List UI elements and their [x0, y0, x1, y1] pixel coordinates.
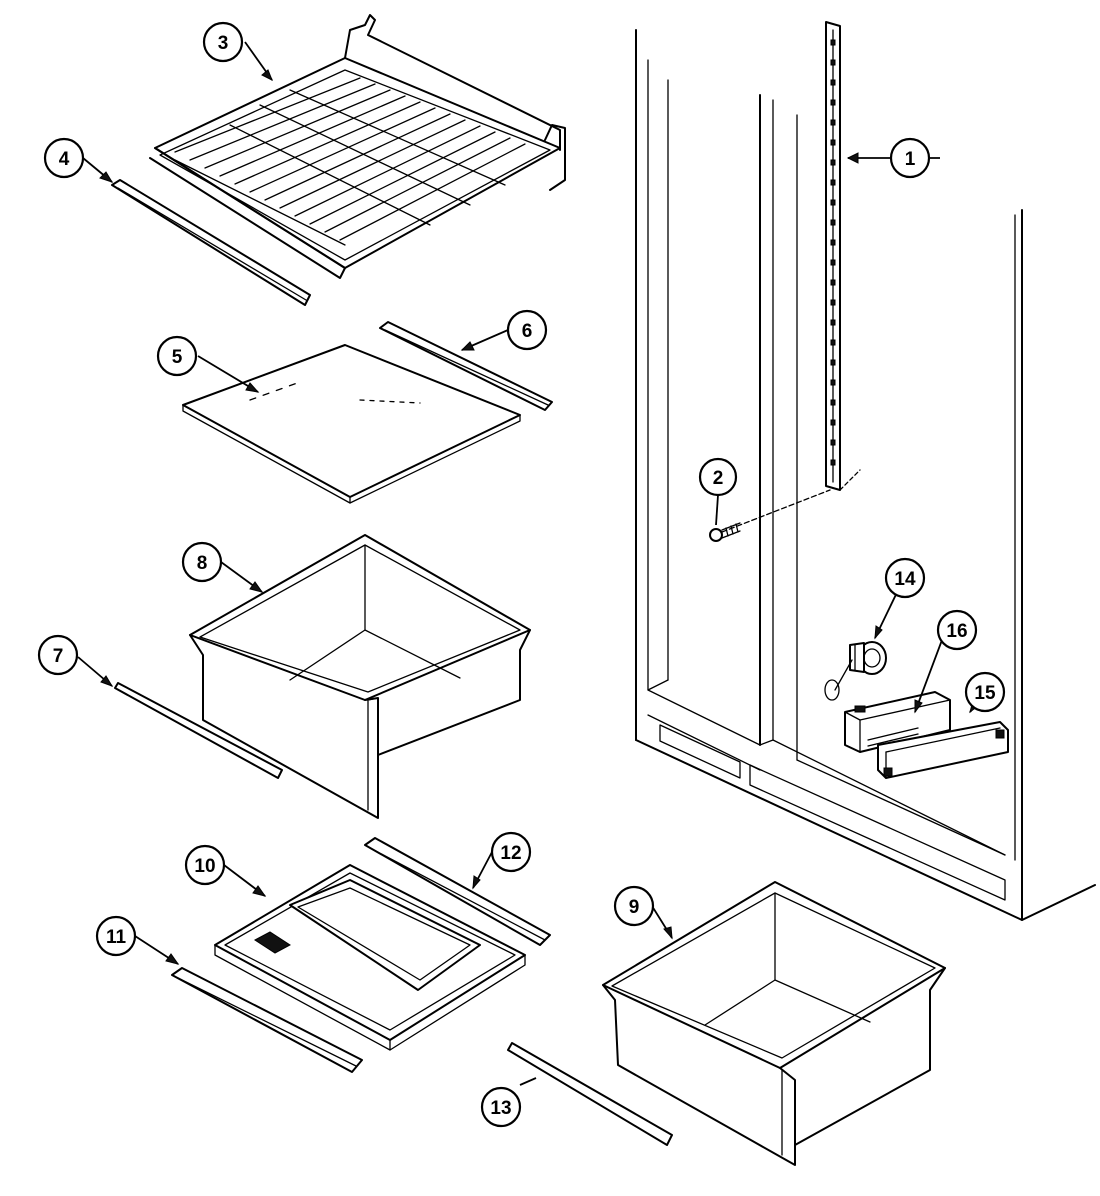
callout-12: 12: [490, 831, 532, 873]
shelf-trim-4: [111, 179, 311, 306]
pan-trim-13: [507, 1042, 673, 1146]
control-knob: [824, 641, 887, 701]
callout-15-label: 15: [974, 683, 996, 704]
crisper-pan-lower: [602, 881, 946, 1166]
pan-trim-7: [114, 682, 283, 779]
callout-4-label: 4: [59, 149, 70, 170]
callout-5: 5: [156, 335, 198, 377]
crisper-pan-upper: [189, 534, 531, 819]
callout-10-label: 10: [194, 856, 215, 877]
callout-8: 8: [181, 541, 223, 583]
shelf-ladder-rail: [825, 21, 861, 491]
callout-1-label: 1: [905, 149, 916, 170]
control-housing: [844, 691, 951, 753]
callout-11: 11: [95, 915, 137, 957]
callout-6-label: 6: [522, 321, 533, 342]
shelf-trim-6: [379, 321, 553, 411]
screw: [709, 489, 831, 542]
callout-13-label: 13: [490, 1098, 511, 1119]
callout-2-label: 2: [713, 468, 724, 489]
callout-7-label: 7: [53, 646, 64, 667]
callout-1: 1: [889, 137, 931, 179]
callout-10: 10: [184, 844, 226, 886]
callout-12-label: 12: [500, 843, 521, 864]
callout-4: 4: [43, 137, 85, 179]
callout-15: 15: [964, 671, 1006, 713]
callout-11-label: 11: [106, 927, 127, 948]
callout-8-label: 8: [197, 553, 208, 574]
callout-2: 2: [698, 457, 738, 497]
cover-trim-11: [171, 967, 363, 1073]
callout-9: 9: [613, 885, 655, 927]
callout-9-label: 9: [629, 897, 640, 918]
wire-shelf: [149, 14, 566, 279]
cover-trim-12: [364, 837, 551, 946]
callout-3: 3: [202, 21, 244, 63]
callout-16: 16: [936, 609, 978, 651]
light-shield: [877, 721, 1009, 779]
callout-13: 13: [480, 1086, 522, 1128]
callout-16-label: 16: [946, 621, 967, 642]
callout-14: 14: [884, 557, 926, 599]
cabinet-interior: [635, 29, 1096, 921]
callout-5-label: 5: [172, 347, 183, 368]
glass-shelf: [182, 344, 521, 504]
callout-14-label: 14: [894, 569, 916, 590]
callout-3-label: 3: [218, 33, 229, 54]
callout-6: 6: [506, 309, 548, 351]
callout-7: 7: [37, 634, 79, 676]
callouts: 1 2 3 4 5 6 7 8: [37, 21, 1006, 1128]
crisper-cover: [214, 864, 526, 1051]
